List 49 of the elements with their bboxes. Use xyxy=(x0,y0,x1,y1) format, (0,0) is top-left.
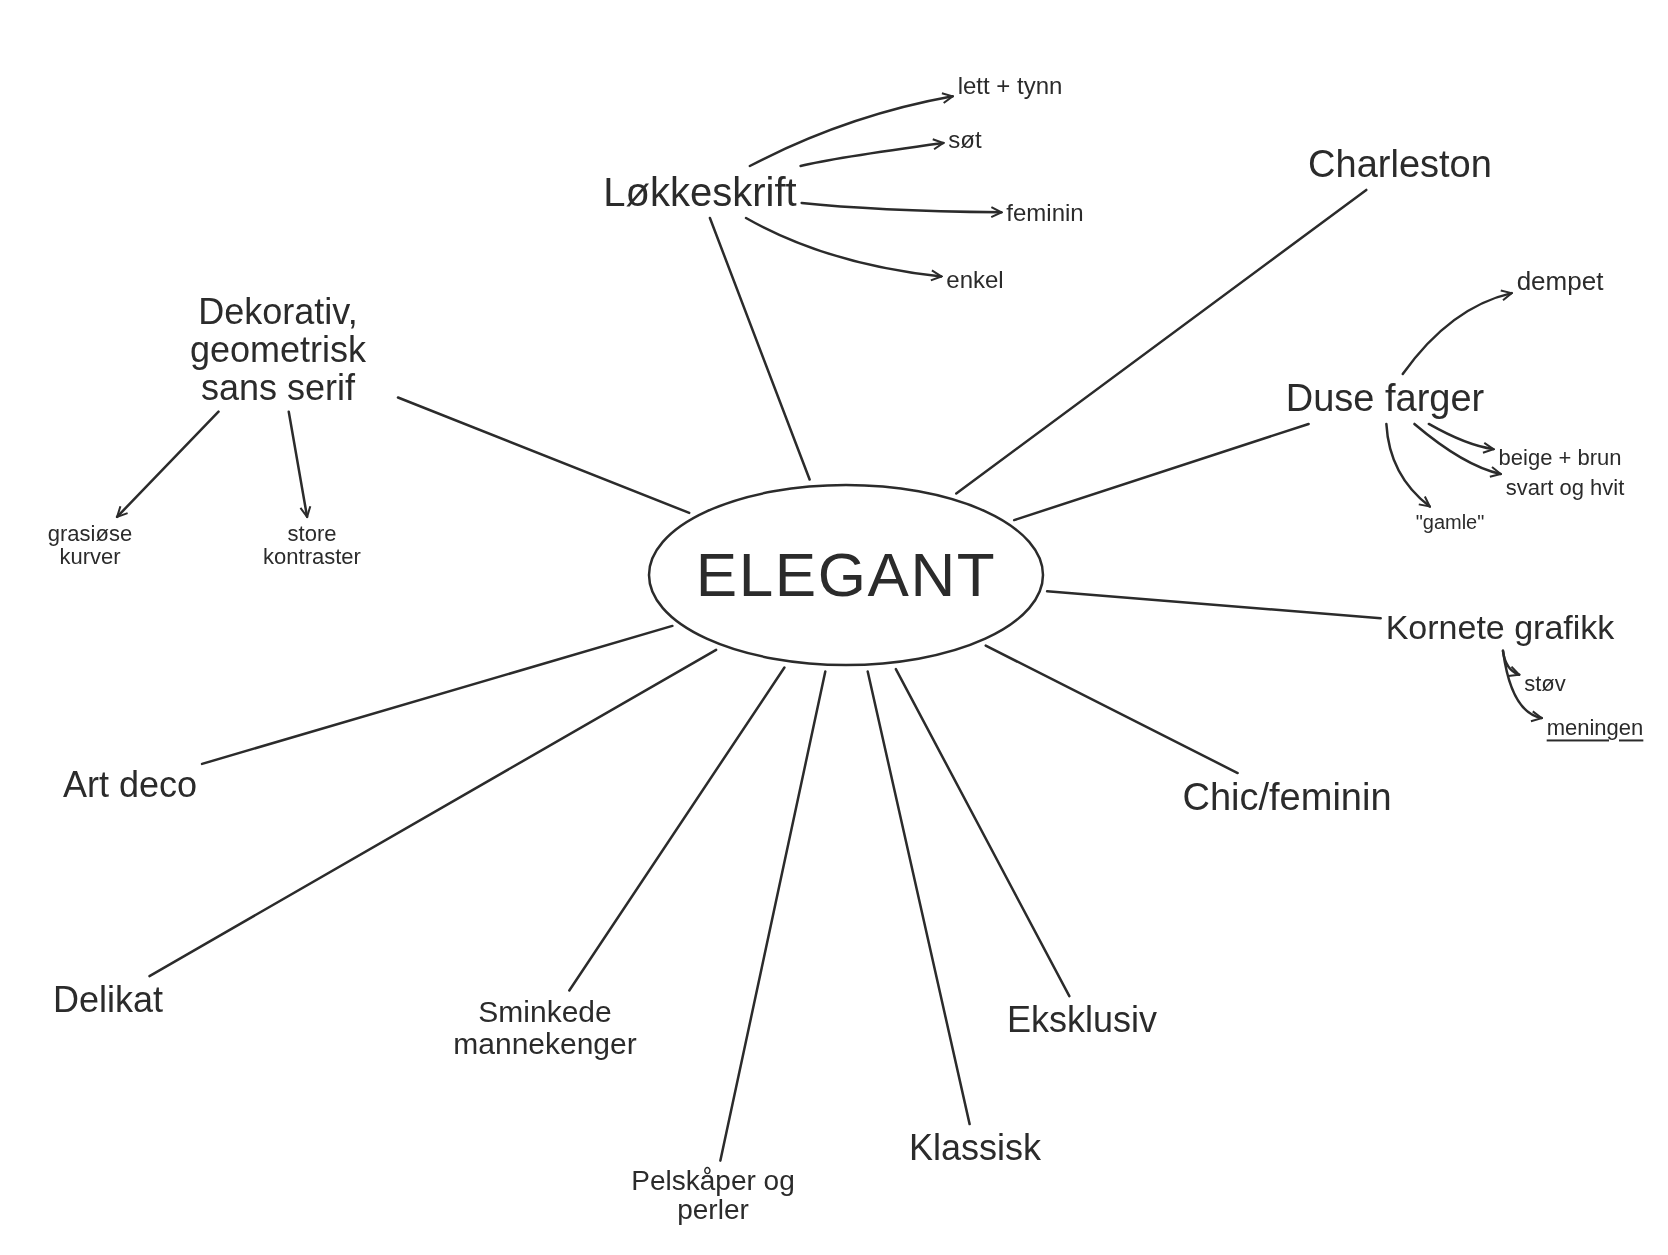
connector-line xyxy=(396,396,691,515)
topic-label: svart og hvit xyxy=(1505,476,1625,500)
topic-label: Klassisk xyxy=(909,1129,1041,1167)
topic-label: Chic/feminin xyxy=(1182,778,1392,818)
arrow xyxy=(115,410,220,519)
arrow xyxy=(748,92,954,168)
node-title: ELEGANT xyxy=(695,544,997,606)
topic-label: Kornete grafikk xyxy=(1385,610,1615,646)
topic-label: Charleston xyxy=(1308,145,1492,185)
topic-label: støv xyxy=(1524,672,1566,696)
arrow xyxy=(799,138,945,168)
connector-line xyxy=(866,670,971,1126)
topic-label: grasiøse kurver xyxy=(35,521,145,569)
topic-label: Pelskåper og perler xyxy=(623,1165,803,1225)
arrow xyxy=(1385,422,1431,508)
topic-label: beige + brun xyxy=(1498,446,1622,470)
topic-label: store kontraster xyxy=(247,521,377,569)
topic-label: "gamle" xyxy=(1415,511,1485,533)
arrow xyxy=(1413,422,1502,478)
arrow xyxy=(800,201,1003,219)
connector-line xyxy=(1012,422,1310,522)
arrow xyxy=(744,216,943,282)
arrow xyxy=(287,410,312,519)
topic-label: Duse farger xyxy=(1285,379,1485,419)
topic-label: meningen xyxy=(1546,716,1644,740)
topic-label: Løkkeskrift xyxy=(603,171,797,213)
connector-line xyxy=(719,670,827,1162)
topic-label: Sminkede mannekenger xyxy=(425,995,665,1059)
arrow xyxy=(1501,649,1543,722)
connector-line xyxy=(984,644,1239,775)
arrow xyxy=(1427,422,1495,454)
connector-line xyxy=(708,216,811,481)
topic-label: søt xyxy=(948,127,982,153)
topic-label: feminin xyxy=(1006,200,1084,226)
ellipse-node xyxy=(646,482,1046,668)
topic-label: Delikat xyxy=(53,981,163,1019)
topic-label: Art deco xyxy=(62,766,198,804)
connector-line xyxy=(894,667,1071,998)
connector-line xyxy=(200,624,674,766)
connector-line xyxy=(568,666,786,992)
connector-line xyxy=(148,648,718,978)
topic-label: enkel xyxy=(946,267,1004,293)
connector-line xyxy=(1045,590,1382,620)
topic-label: Dekorativ, geometrisk sans serif xyxy=(163,293,393,407)
topic-label: lett + tynn xyxy=(957,73,1063,99)
topic-label: Eksklusiv xyxy=(1007,1001,1157,1039)
connector-line xyxy=(955,188,1368,495)
arrow xyxy=(1401,289,1513,376)
topic-label: dempet xyxy=(1516,268,1604,296)
